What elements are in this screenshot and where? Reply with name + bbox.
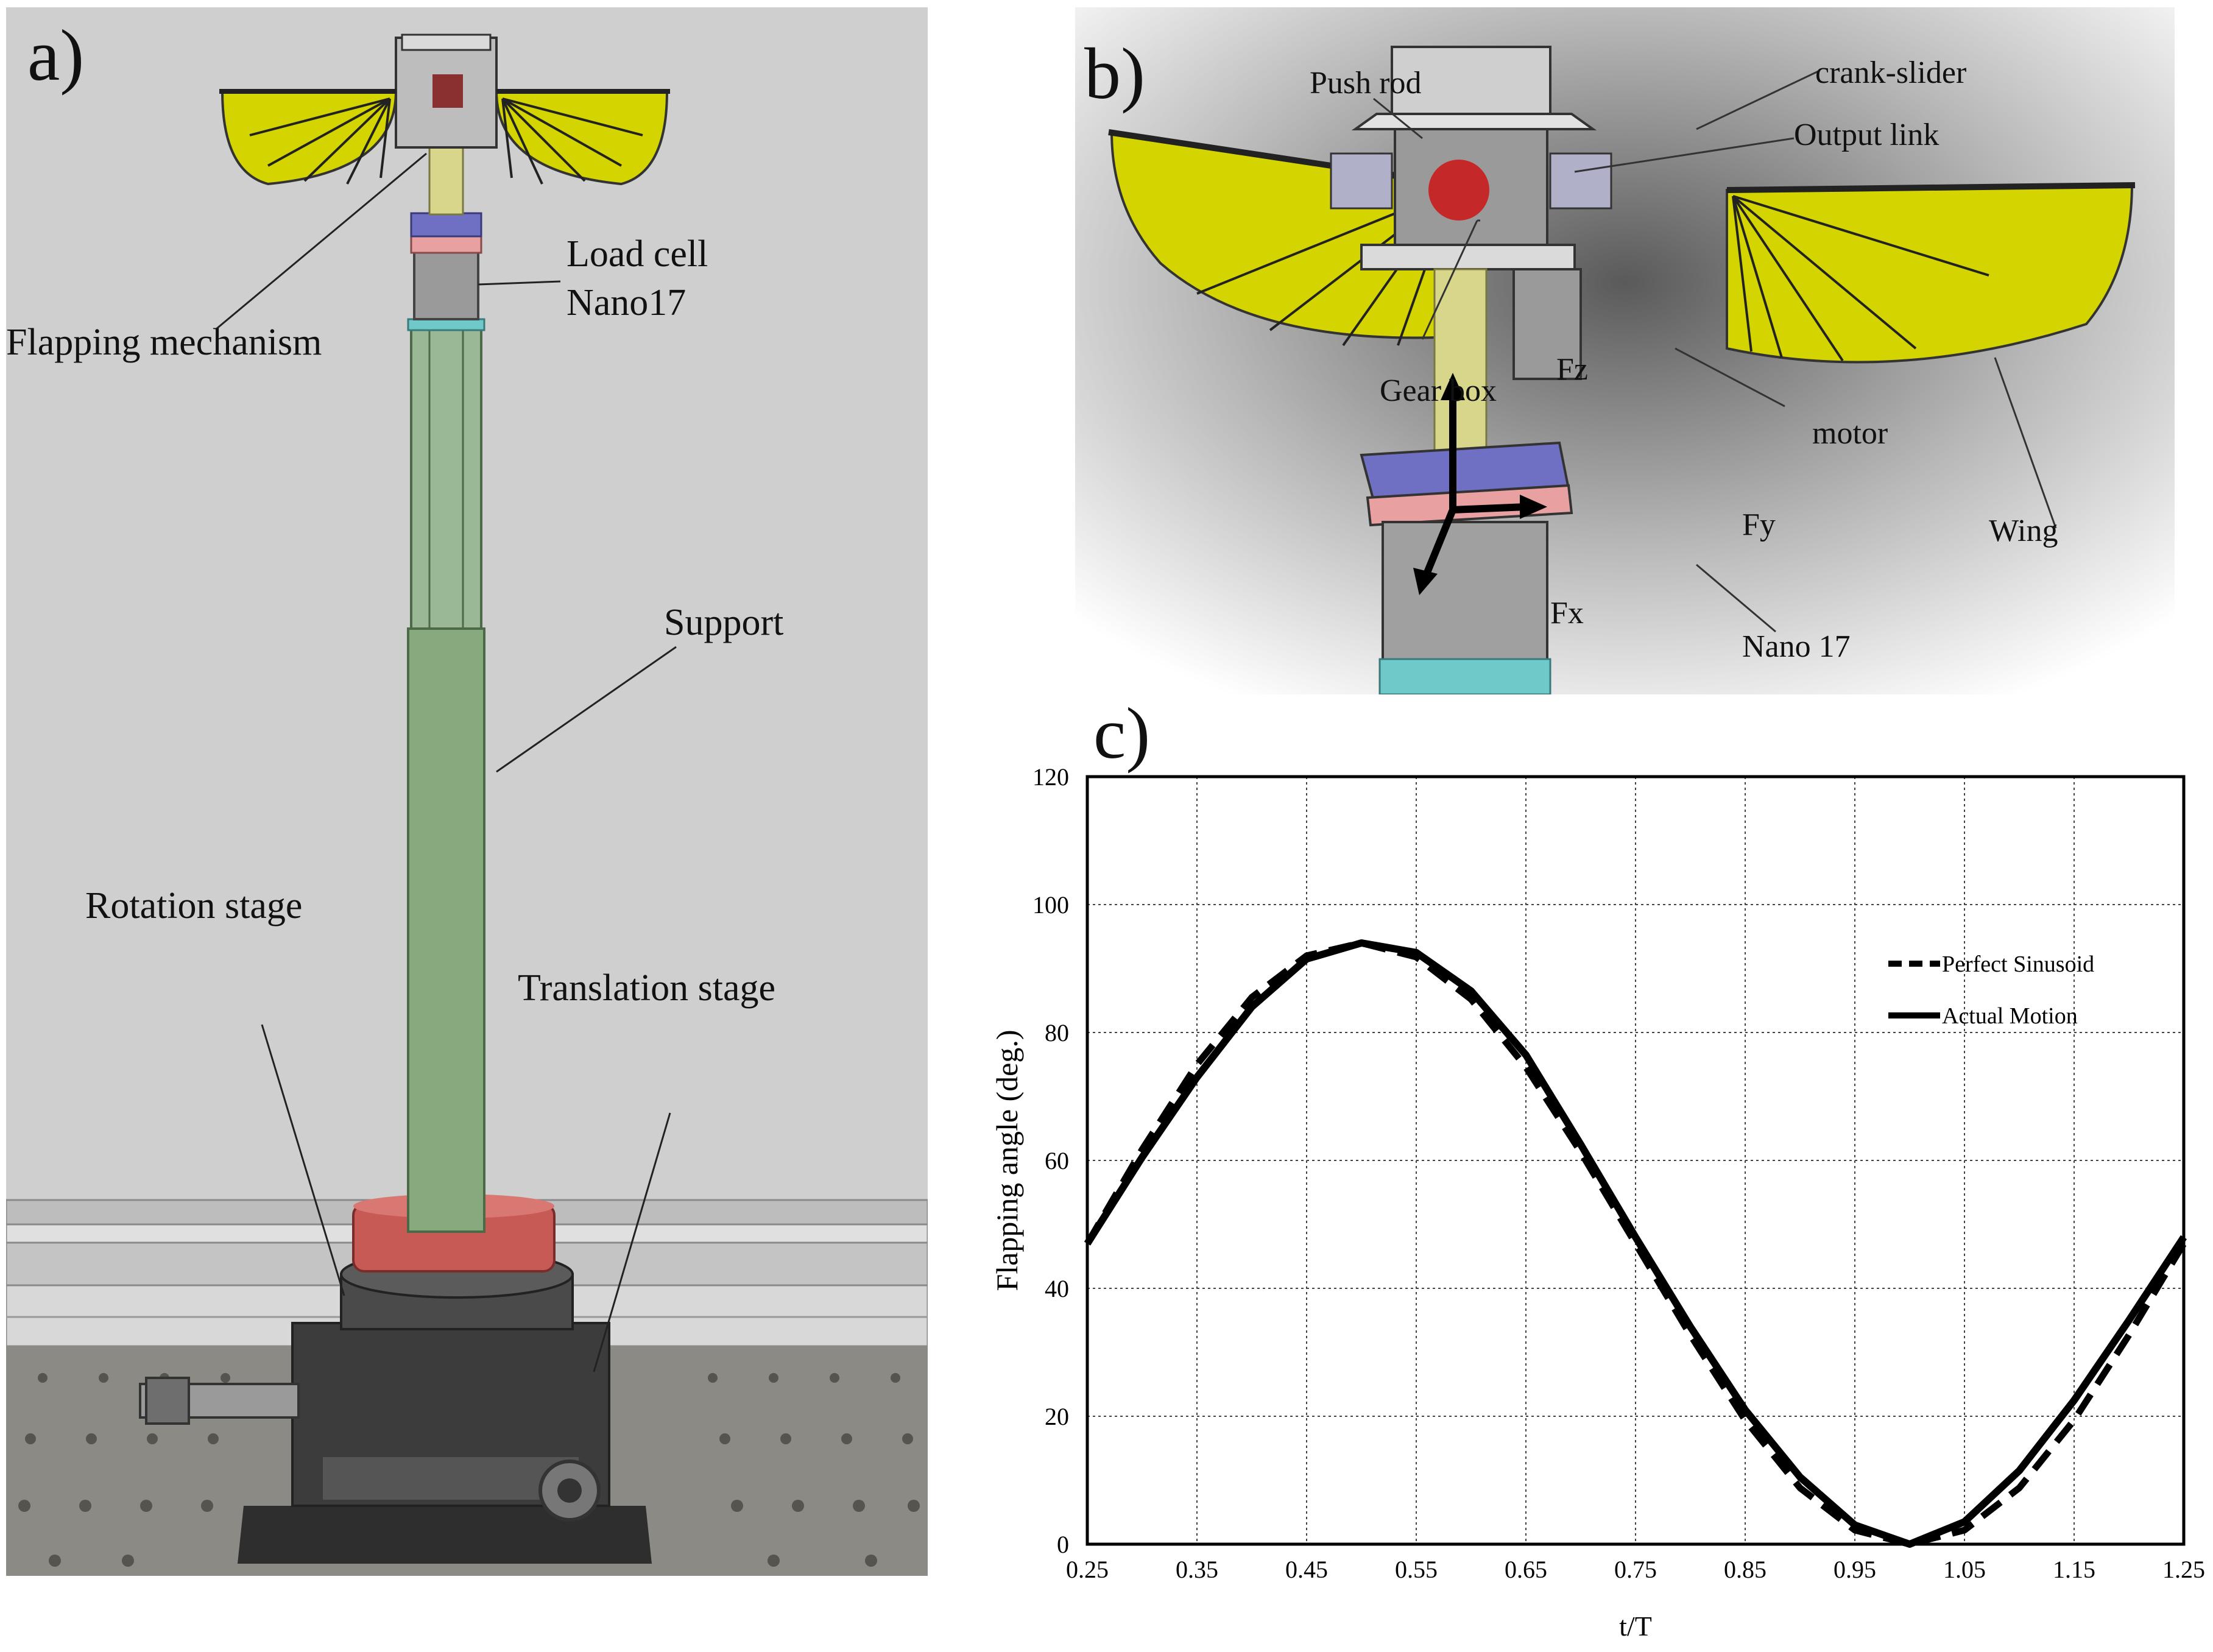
x-tick-label: 0.35 <box>1176 1556 1218 1583</box>
nano17-closeup-label: Nano 17 <box>1742 629 1851 664</box>
chart-grid <box>1087 776 2184 1545</box>
series-line-1 <box>1084 939 2187 1548</box>
gear-box-label: Gear box <box>1380 373 1497 408</box>
plot-frame <box>1085 775 2186 1546</box>
y-tick-label: 20 <box>1045 1403 1069 1430</box>
x-tick-label: 0.45 <box>1285 1556 1328 1583</box>
motor-label: motor <box>1812 416 1888 451</box>
y-tick-label: 40 <box>1045 1275 1069 1302</box>
y-tick-label: 120 <box>1032 763 1069 791</box>
crank-slider-label: crank-slider <box>1815 55 1967 90</box>
translation-stage-label: Translation stage <box>518 967 776 1009</box>
legend-entry-2: Actual Motion <box>1942 1003 2078 1029</box>
test-rig-render <box>6 7 928 1576</box>
legend-entry-1: Perfect Sinusoid <box>1942 951 2094 977</box>
push-rod-label: Push rod <box>1310 66 1422 101</box>
panel-b-label: b) <box>1084 33 1145 114</box>
panel-c-chart: c) 0.25 0.35 0.45 0.55 0.65 0.75 0.85 0.95 1.05 1… <box>950 701 2213 1652</box>
x-axis-label: t/T <box>1619 1611 1652 1642</box>
wing-label: Wing <box>1989 514 2058 548</box>
chart-series <box>1084 939 2187 1548</box>
x-tick-label: 0.55 <box>1395 1556 1438 1583</box>
panel-a-label: a) <box>27 15 85 96</box>
panel-c-label: c) <box>1093 701 1151 774</box>
series-line-2 <box>1084 939 2187 1548</box>
support-label: Support <box>664 602 784 643</box>
y-tick-label: 100 <box>1032 891 1069 919</box>
x-tick-label: 0.65 <box>1505 1556 1547 1583</box>
fx-axis-label: Fx <box>1550 596 1584 630</box>
fy-axis-label: Fy <box>1742 507 1776 542</box>
flapping-mechanism-label: Flapping mechanism <box>6 322 322 363</box>
load-cell-model-label: Nano17 <box>566 282 686 323</box>
rotation-stage-label: Rotation stage <box>85 885 303 927</box>
panel-b-render: b) Push rod crank-slider Output link Gea… <box>1075 7 2175 694</box>
x-tick-label: 0.85 <box>1724 1556 1767 1583</box>
panel-a-render: a) Flapping mechanism Load cell Nano17 S… <box>6 7 928 1576</box>
chart-ticks: 0.25 0.35 0.45 0.55 0.65 0.75 0.85 0.95 1.05 1.15… <box>1032 763 2205 1583</box>
output-link-label: Output link <box>1794 118 1939 152</box>
x-tick-label: 1.25 <box>2162 1556 2205 1583</box>
load-cell-label: Load cell <box>566 233 708 275</box>
y-tick-label: 80 <box>1045 1019 1069 1047</box>
mechanism-closeup-render <box>1075 7 2175 694</box>
y-tick-label: 60 <box>1045 1147 1069 1174</box>
flapping-angle-chart: 0.25 0.35 0.45 0.55 0.65 0.75 0.85 0.95 1.05 1.15… <box>990 763 2205 1642</box>
fz-axis-label: Fz <box>1556 352 1588 387</box>
x-tick-label: 1.15 <box>2053 1556 2095 1583</box>
x-tick-label: 0.25 <box>1066 1556 1109 1583</box>
y-axis-label: Flapping angle (deg.) <box>990 1029 1024 1291</box>
x-tick-label: 0.95 <box>1834 1556 1876 1583</box>
x-tick-label: 0.75 <box>1614 1556 1657 1583</box>
x-tick-label: 1.05 <box>1943 1556 1986 1583</box>
y-tick-label: 0 <box>1057 1531 1069 1558</box>
